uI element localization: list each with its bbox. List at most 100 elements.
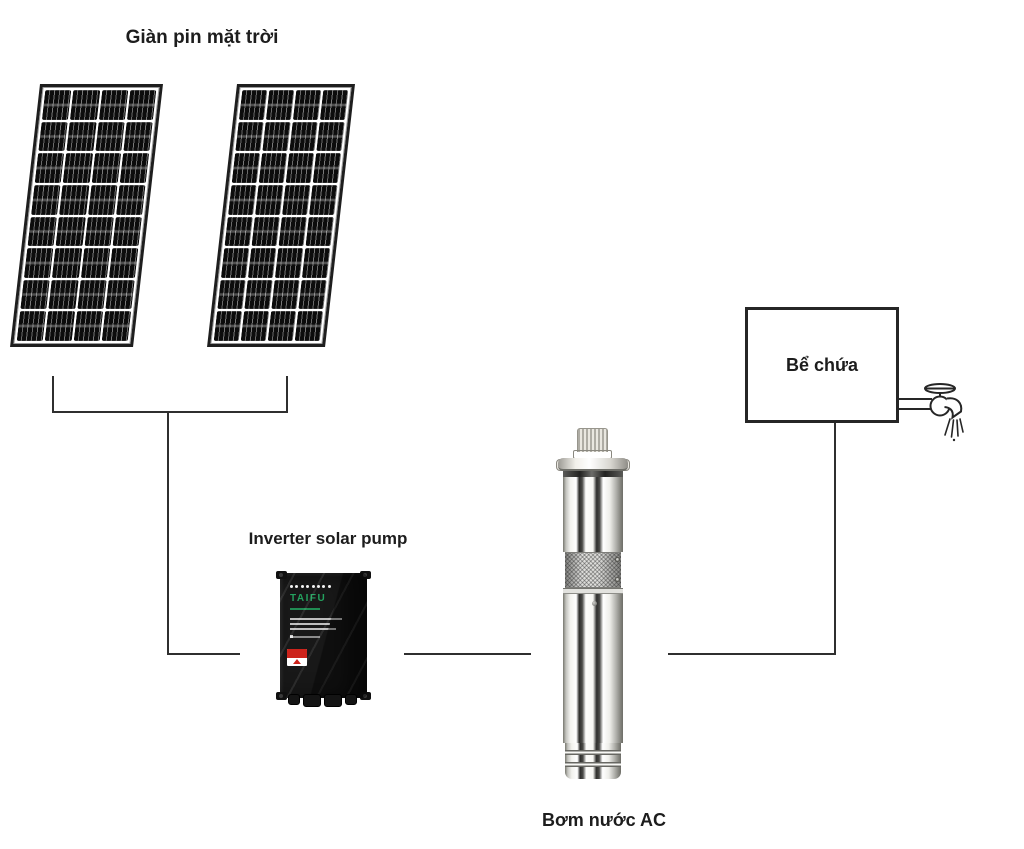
solar-cell bbox=[244, 279, 273, 310]
solar-cell bbox=[80, 248, 111, 278]
solar-cell bbox=[119, 153, 150, 183]
pump-foot-groove bbox=[565, 750, 621, 755]
solar-cell bbox=[217, 279, 246, 310]
inverter-vent-dots bbox=[290, 585, 331, 588]
pump-seam bbox=[563, 588, 623, 594]
inverter-cable-glands bbox=[288, 694, 357, 707]
solar-cell bbox=[70, 90, 100, 120]
solar-cell bbox=[247, 248, 277, 278]
solar-cell bbox=[255, 184, 284, 215]
solar-cell bbox=[31, 184, 61, 215]
inverter-title: Inverter solar pump bbox=[248, 529, 408, 548]
faucet-icon bbox=[897, 383, 964, 442]
solar-panel-right-grid bbox=[213, 90, 349, 341]
solar-cell bbox=[305, 216, 334, 247]
solar-cell bbox=[265, 90, 295, 120]
pump-title: Bơm nước AC bbox=[542, 810, 666, 830]
wire-inverter-to-pump bbox=[404, 653, 531, 655]
pump-body-dot bbox=[592, 601, 597, 606]
warning-label-red-strip bbox=[287, 649, 307, 658]
solar-cell bbox=[220, 248, 250, 278]
inverter-spec-text-bar bbox=[290, 623, 330, 625]
solar-cell bbox=[38, 121, 68, 152]
pump-outlet-thread bbox=[577, 428, 608, 452]
solar-panel-left bbox=[10, 84, 163, 347]
solar-cell bbox=[292, 90, 322, 120]
warning-triangle-icon bbox=[293, 659, 301, 664]
solar-cell bbox=[55, 216, 86, 247]
inverter-warning-label bbox=[287, 649, 307, 666]
solar-cell bbox=[112, 216, 142, 247]
tank-label: Bể chứa bbox=[785, 354, 859, 375]
pump-foot-groove bbox=[565, 762, 621, 767]
solar-cell bbox=[235, 121, 264, 152]
solar-cell bbox=[91, 153, 121, 183]
pump-body-upper bbox=[563, 477, 623, 552]
solar-cell bbox=[267, 311, 297, 341]
inverter-note-bar bbox=[290, 635, 320, 638]
pump-top-rim bbox=[563, 471, 623, 477]
solar-cell bbox=[27, 216, 58, 247]
solar-cell bbox=[59, 184, 90, 215]
solar-cell bbox=[274, 248, 304, 278]
solar-cell bbox=[258, 153, 288, 183]
solar-cell bbox=[52, 248, 82, 278]
inverter-mount-tab bbox=[360, 692, 371, 700]
solar-cell bbox=[108, 248, 139, 278]
wire-right-panel-drop bbox=[286, 376, 288, 413]
inverter-mount-tab bbox=[276, 692, 287, 700]
solar-cell bbox=[41, 90, 72, 120]
inverter-spec-text-bar bbox=[290, 618, 342, 620]
solar-cell bbox=[44, 311, 75, 341]
pump-knurled-band bbox=[565, 552, 621, 588]
solar-cell bbox=[309, 184, 338, 215]
inverter-brand-tagline-bar bbox=[290, 608, 320, 610]
inverter-mount-tab bbox=[276, 571, 287, 579]
pump-body-lower bbox=[563, 594, 623, 743]
solar-cell bbox=[34, 153, 65, 183]
solar-cell bbox=[105, 279, 135, 310]
solar-cell bbox=[301, 248, 331, 278]
solar-cell bbox=[66, 121, 97, 152]
solar-cell bbox=[238, 90, 268, 120]
solar-cell bbox=[76, 279, 107, 310]
solar-cell bbox=[62, 153, 93, 183]
solar-cell bbox=[282, 184, 311, 215]
inverter-spec-text-bar bbox=[290, 628, 336, 630]
solar-cell bbox=[98, 90, 129, 120]
solar-cell bbox=[312, 153, 342, 183]
solar-cell bbox=[262, 121, 291, 152]
wire-to-inverter bbox=[167, 653, 240, 655]
solar-cell bbox=[20, 279, 50, 310]
solar-cell bbox=[94, 121, 125, 152]
solar-cell bbox=[294, 311, 324, 341]
pump-foot bbox=[565, 743, 621, 779]
solar-panel-left-grid bbox=[16, 90, 157, 341]
solar-panel-right bbox=[207, 84, 355, 347]
wire-center-drop bbox=[167, 411, 169, 655]
solar-cell bbox=[115, 184, 146, 215]
pump-top-cap bbox=[558, 458, 628, 471]
storage-tank: Bể chứa bbox=[745, 307, 899, 423]
solar-cell bbox=[84, 216, 114, 247]
pump-screw bbox=[615, 577, 620, 582]
solar-cell bbox=[16, 311, 47, 341]
submersible-pump bbox=[556, 428, 630, 780]
solar-cell bbox=[298, 279, 327, 310]
wire-combiner bbox=[52, 411, 288, 413]
solar-cell bbox=[285, 153, 315, 183]
solar-cell bbox=[228, 184, 257, 215]
pump-screw bbox=[615, 557, 620, 562]
solar-cell bbox=[289, 121, 318, 152]
solar-cell bbox=[271, 279, 300, 310]
solar-cell bbox=[126, 90, 157, 120]
solar-array-title: Giàn pin mặt trời bbox=[125, 27, 279, 48]
solar-cell bbox=[231, 153, 261, 183]
solar-cell bbox=[240, 311, 270, 341]
solar-cell bbox=[278, 216, 307, 247]
solar-cell bbox=[213, 311, 243, 341]
solar-cell bbox=[23, 248, 54, 278]
solar-cell bbox=[73, 311, 103, 341]
solar-cell bbox=[224, 216, 253, 247]
